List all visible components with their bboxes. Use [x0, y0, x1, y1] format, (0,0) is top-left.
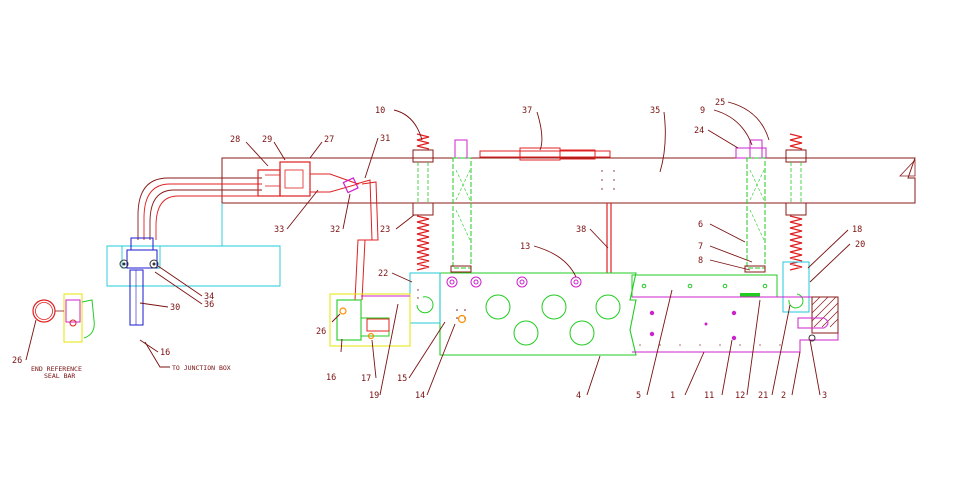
callout-21: 21 — [758, 391, 768, 401]
callout-9: 9 — [700, 106, 705, 116]
callout-36: 36 — [204, 300, 214, 310]
callout-35: 35 — [650, 106, 660, 116]
callout-24: 24 — [694, 126, 704, 136]
threaded-rod-left — [412, 133, 434, 271]
callout-16-detail: 16 — [160, 348, 170, 358]
callout-33: 33 — [274, 225, 284, 235]
callout-27: 27 — [324, 135, 334, 145]
callout-30: 30 — [170, 303, 180, 313]
callout-1: 1 — [670, 391, 675, 401]
callout-10: 10 — [375, 106, 385, 116]
cyan-brackets — [409, 261, 810, 324]
seal-bar-body — [416, 272, 637, 356]
callout-28: 28 — [230, 135, 240, 145]
callout-16-clamp: 16 — [326, 373, 336, 383]
note-seal-bar: SEAL BAR — [44, 372, 75, 380]
callout-26-clamp: 26 — [316, 327, 326, 337]
callout-7: 7 — [698, 242, 703, 252]
callout-11: 11 — [704, 391, 714, 401]
top-actuator — [479, 147, 612, 273]
left-end-clamp — [329, 293, 411, 347]
callout-17: 17 — [361, 374, 371, 384]
callout-3: 3 — [822, 391, 827, 401]
callout-18: 18 — [852, 225, 862, 235]
callout-38: 38 — [576, 225, 586, 235]
note-to-junction-box: TO JUNCTION BOX — [172, 364, 231, 372]
electrical-connector — [257, 161, 379, 301]
callout-29: 29 — [262, 135, 272, 145]
hatched-end-block — [797, 296, 839, 342]
seal-bar-right — [631, 274, 839, 353]
callout-37: 37 — [522, 106, 532, 116]
cable-harness — [137, 177, 262, 240]
callout-14: 14 — [415, 391, 425, 401]
guide-post-left — [450, 139, 472, 273]
callout-6: 6 — [698, 220, 703, 230]
callout-31: 31 — [380, 134, 390, 144]
callout-20: 20 — [855, 240, 865, 250]
callout-23: 23 — [380, 225, 390, 235]
callout-22: 22 — [378, 269, 388, 279]
callout-labels: 1 2 3 4 5 6 7 8 9 10 11 12 13 14 15 16 1… — [12, 98, 865, 401]
callout-2: 2 — [781, 391, 786, 401]
callout-leaders — [25, 101, 851, 396]
end-reference-detail — [32, 293, 95, 343]
leader-junction-box — [144, 341, 170, 368]
threaded-rod-right — [785, 133, 807, 271]
cyan-mount-outline — [106, 203, 281, 287]
callout-12: 12 — [735, 391, 745, 401]
callout-13: 13 — [520, 242, 530, 252]
callout-34: 34 — [204, 292, 214, 302]
callout-5: 5 — [636, 391, 641, 401]
callout-4: 4 — [576, 391, 581, 401]
callout-26-detail: 26 — [12, 356, 22, 366]
note-end-reference: END REFERENCE — [31, 365, 82, 373]
callout-25: 25 — [715, 98, 725, 108]
junction-fitting — [119, 237, 159, 326]
main-beam — [221, 157, 916, 204]
callout-19: 19 — [369, 391, 379, 401]
callout-8: 8 — [698, 256, 703, 266]
guide-post-right — [735, 139, 767, 273]
callout-15: 15 — [397, 374, 407, 384]
callout-32: 32 — [330, 225, 340, 235]
